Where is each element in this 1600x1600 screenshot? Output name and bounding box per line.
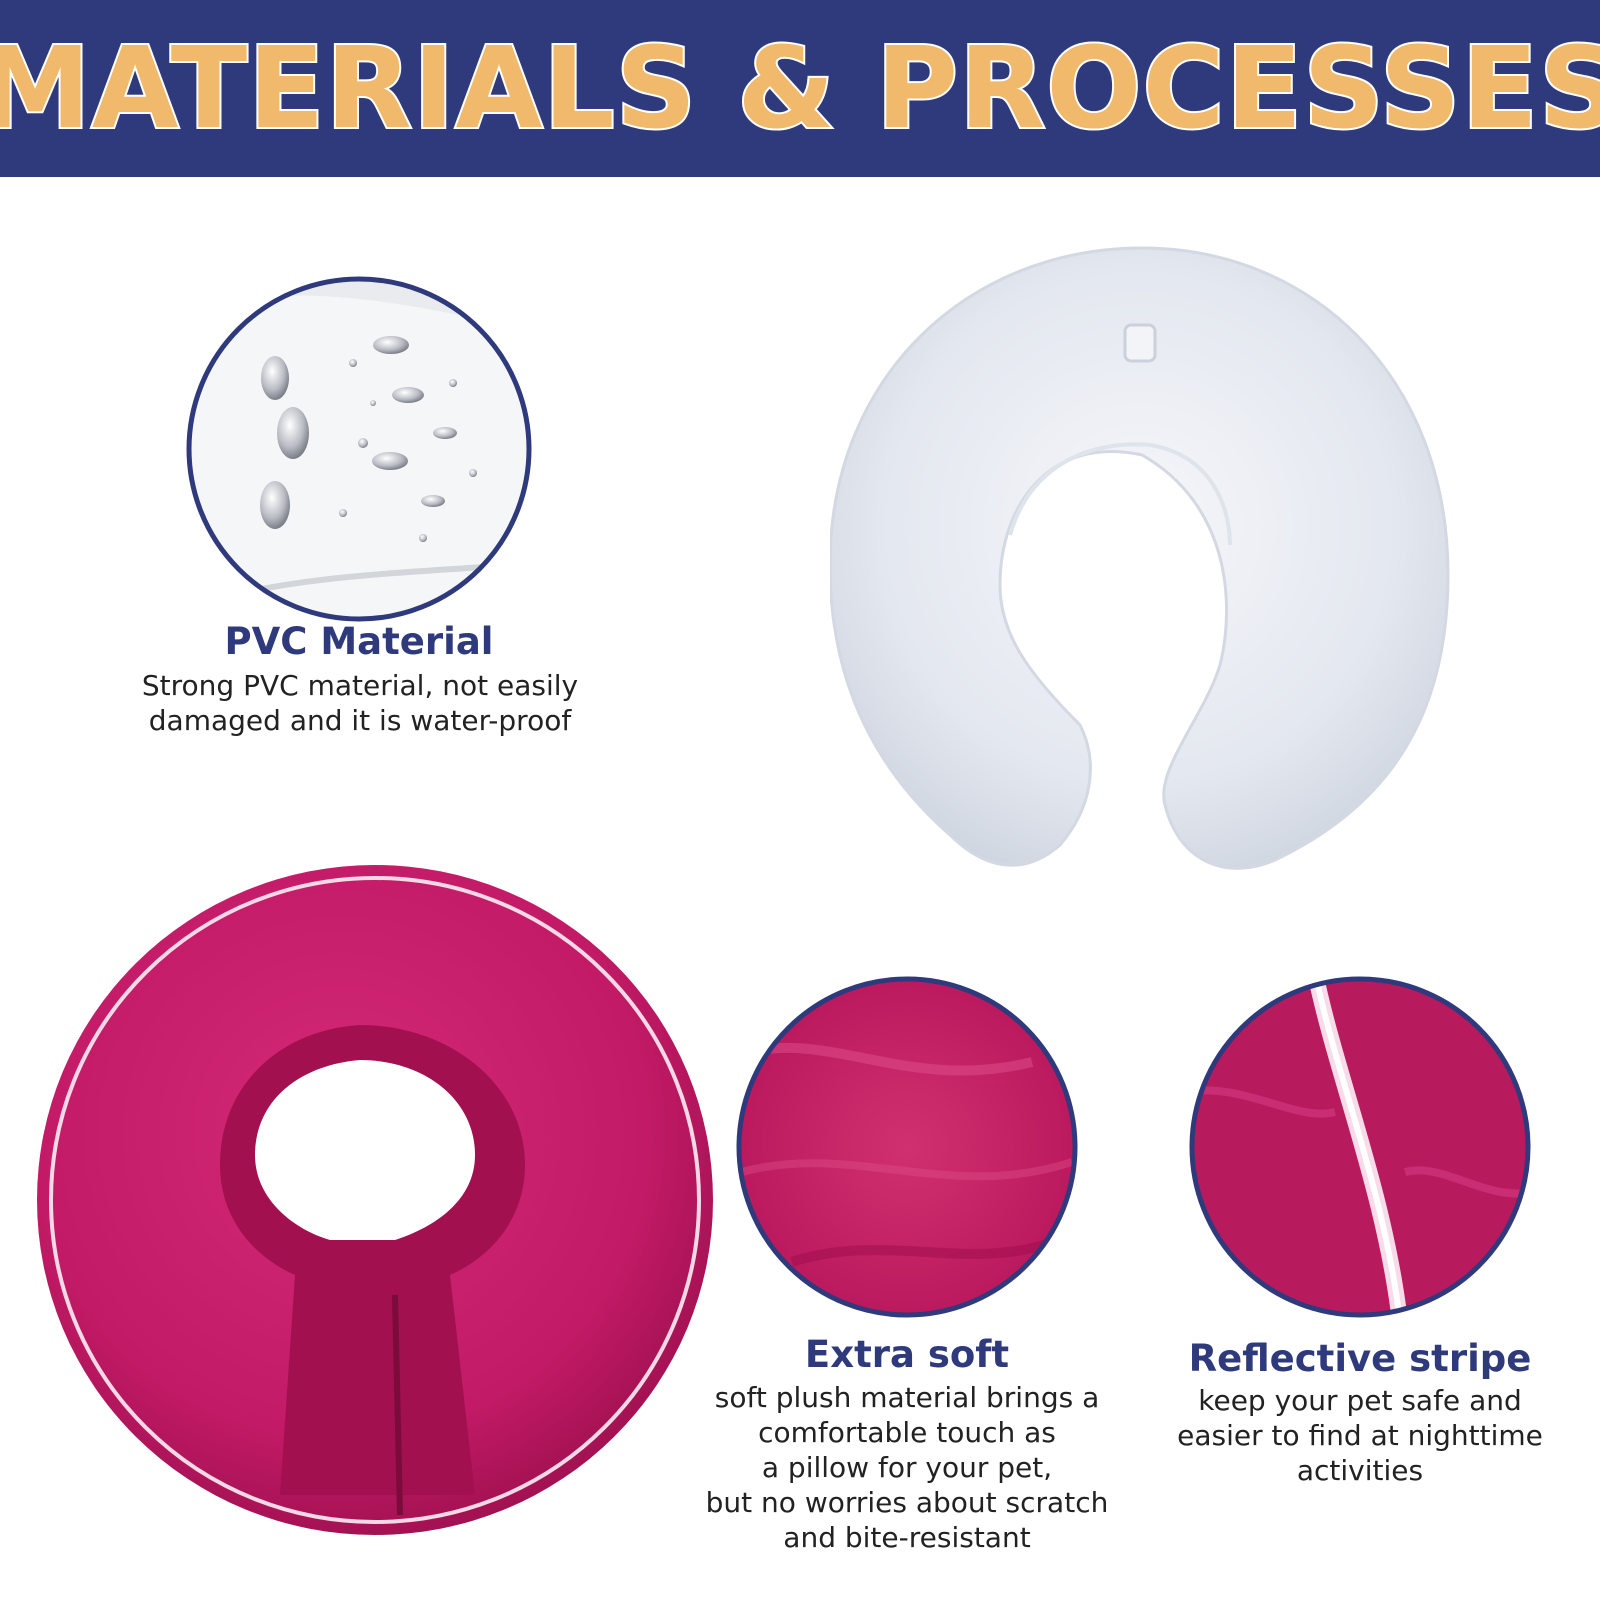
- reflective-stripe-closeup-image: [1189, 976, 1531, 1318]
- plush-closeup-image: [736, 976, 1078, 1318]
- feature-desc-reflective: keep your pet safe and easier to find at…: [1177, 1384, 1543, 1487]
- feature-title-reflective: Reflective stripe: [1188, 1337, 1532, 1380]
- feature-title-soft: Extra soft: [804, 1333, 1010, 1376]
- feature-desc-soft: soft plush material brings a comfortable…: [705, 1381, 1109, 1554]
- banner-title: MATERIALS & PROCESSES: [0, 22, 1600, 156]
- pvc-collar-image: [830, 246, 1450, 870]
- feature-title-pvc: PVC Material: [224, 620, 494, 663]
- pvc-closeup-image: [186, 276, 532, 622]
- feature-desc-pvc: Strong PVC material, not easily damaged …: [141, 669, 579, 737]
- header-banner: MATERIALS & PROCESSES: [0, 0, 1600, 177]
- plush-collar-image: [37, 865, 713, 1535]
